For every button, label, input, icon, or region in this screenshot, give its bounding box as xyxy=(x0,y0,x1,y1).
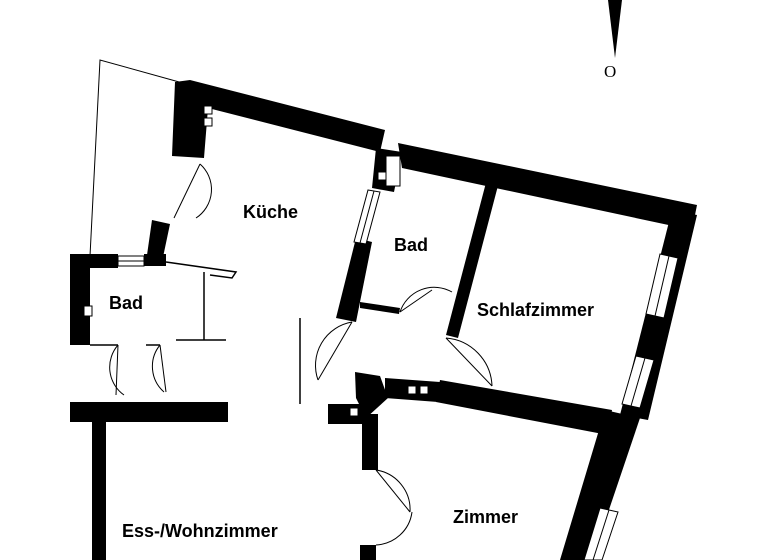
room-label-ess-wohnzimmer: Ess-/Wohnzimmer xyxy=(122,521,278,541)
wall-bath-left-side xyxy=(70,254,90,345)
walls xyxy=(70,80,697,560)
door-bedroom-icon xyxy=(445,337,493,387)
wall-top-left xyxy=(172,80,385,158)
thin-partitions xyxy=(90,261,301,404)
room-label-kueche: Küche xyxy=(243,202,298,222)
room-label-schlafzimmer: Schlafzimmer xyxy=(477,300,594,320)
windows xyxy=(117,189,679,560)
wall-left-vertical xyxy=(92,422,106,560)
wall-bath-top xyxy=(70,254,118,268)
compass: O xyxy=(604,0,622,81)
wall-bath-bedroom xyxy=(446,175,500,338)
shaft-bath xyxy=(377,171,387,181)
wall-right-lower xyxy=(560,410,640,560)
room-label-bad-left: Bad xyxy=(109,293,143,313)
wall-bath-bottom xyxy=(360,302,400,314)
shaft-center xyxy=(407,385,417,395)
wall-top-right xyxy=(398,143,697,230)
door-kitchen-balcony-icon xyxy=(195,163,212,219)
wall-bedroom-zimmer xyxy=(436,380,612,435)
compass-label: O xyxy=(604,62,616,81)
room-labels: Küche Bad Bad Schlafzimmer Zimmer Ess-/W… xyxy=(109,202,594,541)
shaft-center-2 xyxy=(419,385,429,395)
door-zimmer-icon xyxy=(375,469,411,513)
room-label-bad-upper: Bad xyxy=(394,235,428,255)
room-label-zimmer: Zimmer xyxy=(453,507,518,527)
wall-zimmer-left-upper xyxy=(362,414,378,470)
shafts xyxy=(83,105,429,417)
door-bath-left-2-icon xyxy=(151,344,165,393)
shaft-kitchen xyxy=(203,105,213,115)
door-bath-upper-icon xyxy=(399,286,453,313)
compass-needle-icon xyxy=(608,0,622,58)
shaft-living xyxy=(349,407,359,417)
shaft-kitchen-2 xyxy=(203,117,213,127)
shaft-bath-left xyxy=(83,305,93,317)
shaft-bath-2 xyxy=(385,155,401,187)
door-kitchen-hall-icon xyxy=(315,321,353,381)
wall-zimmer-left-lower xyxy=(360,545,376,560)
doors xyxy=(109,163,493,546)
wall-bath-kitchen-lower xyxy=(336,238,372,322)
wall-left-mid xyxy=(70,402,228,422)
door-bath-left-icon xyxy=(109,344,125,396)
wall-kitchen-left xyxy=(146,220,170,262)
wall-bath-top-right xyxy=(144,254,166,266)
door-zimmer-2-icon xyxy=(375,511,413,546)
